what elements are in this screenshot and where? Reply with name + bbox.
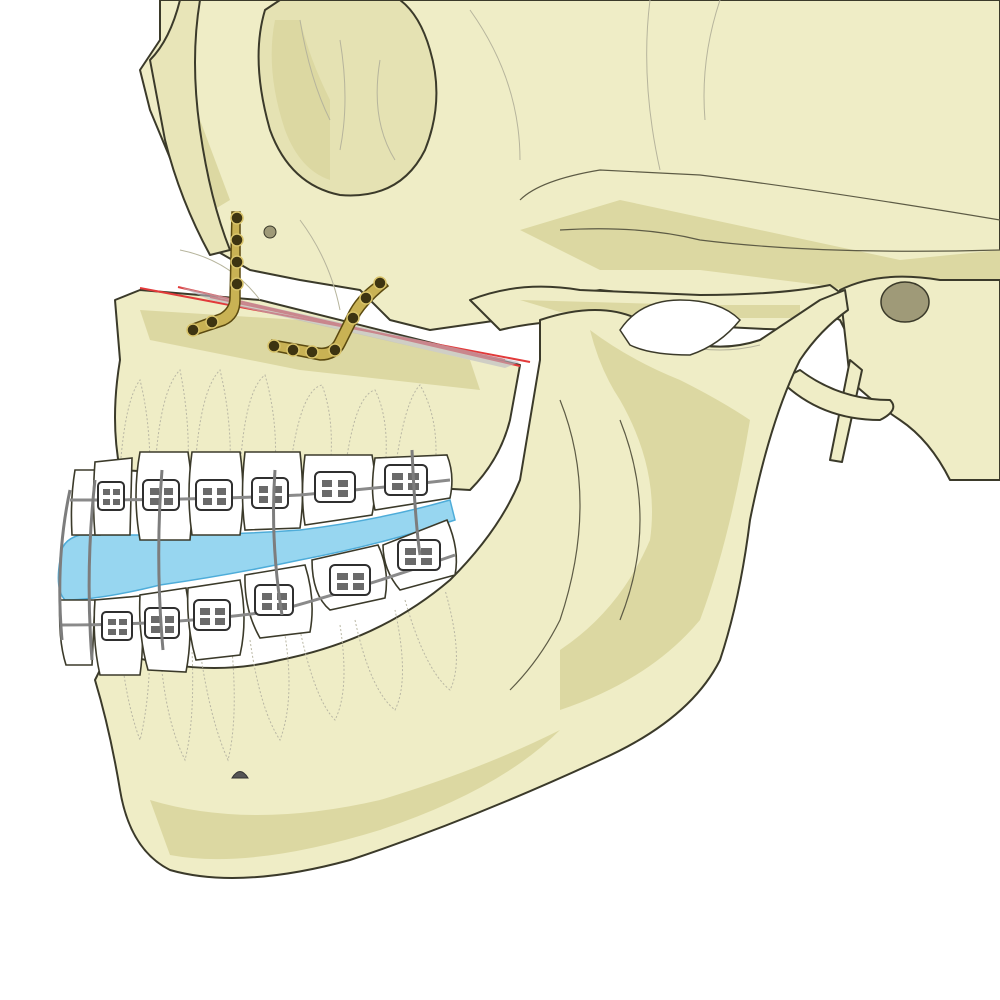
orthodontic-bracket-icon xyxy=(193,599,231,631)
orthodontic-bracket-icon xyxy=(384,464,428,496)
ear-canal xyxy=(880,281,930,323)
orthodontic-bracket-icon xyxy=(314,471,356,503)
fixation-plate-icon xyxy=(267,276,390,361)
orthodontic-bracket-icon xyxy=(251,477,289,509)
nasal-region xyxy=(149,0,277,256)
temporal-region xyxy=(779,275,1000,481)
upper-brackets xyxy=(97,464,428,511)
fixation-plate-icon xyxy=(186,211,244,337)
intermaxillary-elastics xyxy=(58,449,422,661)
orbit xyxy=(257,0,438,197)
orthodontic-bracket-icon xyxy=(97,481,125,511)
lower-tooth-roots xyxy=(119,589,457,762)
orthodontic-bracket-icon xyxy=(195,479,233,511)
mandible xyxy=(94,289,849,879)
lower-brackets xyxy=(101,539,441,641)
infraorbital-foramen xyxy=(263,225,277,239)
sigmoid-notch xyxy=(619,299,742,356)
fixation-plate-left xyxy=(186,211,244,337)
upper-tooth-roots xyxy=(119,368,437,471)
orthodontic-bracket-icon xyxy=(254,584,294,616)
orthodontic-bracket-icon xyxy=(329,564,371,596)
orthodontic-bracket-icon xyxy=(101,611,133,641)
fixation-plate-right xyxy=(267,276,390,361)
mental-foramen xyxy=(231,771,249,779)
